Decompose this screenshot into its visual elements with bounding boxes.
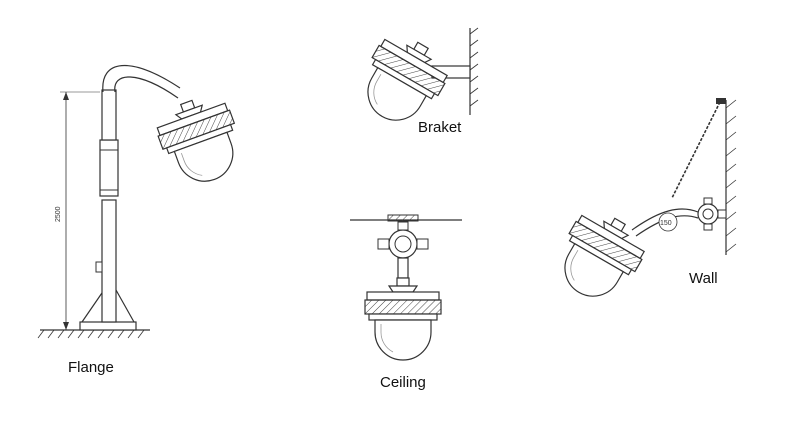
flange-mount-drawing: 2500: [37, 65, 251, 339]
wall-label: Wall: [689, 270, 718, 287]
wall-mount-drawing: 150: [545, 98, 737, 312]
arm-length-dimension: 150: [660, 220, 672, 227]
wall-luminaire: [545, 201, 654, 312]
ceiling-mount-drawing: [350, 214, 462, 361]
bracket-mount-drawing: [348, 25, 479, 136]
braket-label: Braket: [418, 119, 462, 136]
ceiling-label: Ceiling: [380, 374, 426, 391]
flange-luminaire: [150, 88, 251, 194]
flange-label: Flange: [68, 359, 114, 376]
ground-hatch: [37, 329, 145, 339]
ceiling-luminaire: [364, 277, 442, 361]
pole-height-dimension: 2500: [55, 206, 62, 222]
wall-hatch: [725, 99, 737, 253]
bracket-wall-hatch: [469, 27, 479, 107]
